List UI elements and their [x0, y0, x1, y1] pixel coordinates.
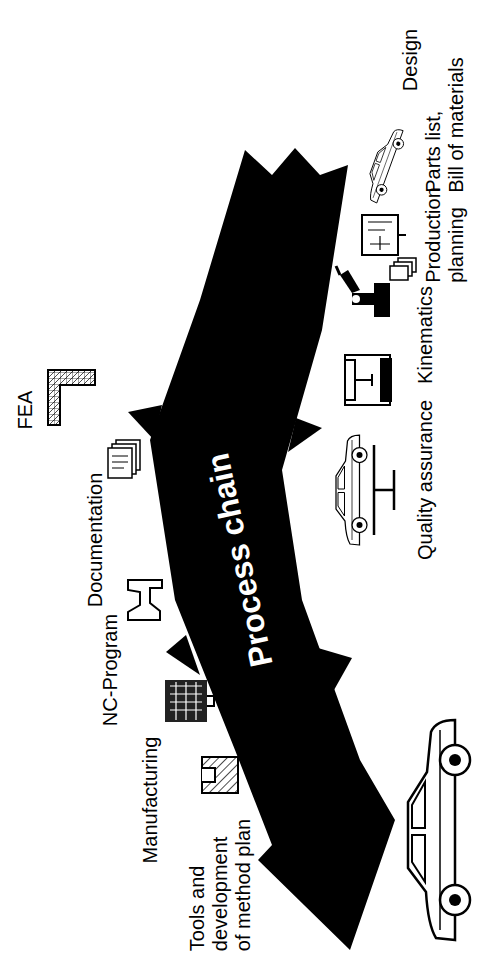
stage-label: Design [399, 29, 422, 91]
die-tool [202, 757, 238, 793]
stage-label: Quality assurance [414, 400, 437, 560]
stage-label: Production planning [422, 187, 468, 283]
measuring-machine [345, 355, 392, 405]
nc-profile [128, 580, 162, 620]
documentation-papers [108, 440, 140, 478]
stage-label: Parts list, Bill of materials [422, 57, 468, 193]
parts-list-papers [390, 258, 416, 280]
branch-arrow [318, 648, 352, 690]
process-arrow [150, 148, 395, 950]
fea-mesh-part [48, 370, 95, 425]
final-car [408, 720, 470, 940]
stage-label: Documentation [84, 473, 107, 608]
branch-arrow [128, 405, 162, 440]
stage-label: Tools and development of method plan [186, 819, 255, 951]
drawing-board [362, 215, 406, 255]
branch-arrow [288, 418, 322, 452]
robot [336, 266, 390, 317]
stage-label: Manufacturing [139, 737, 162, 864]
stage-label: FEA [14, 391, 37, 430]
car-lift [374, 445, 394, 535]
stage-label: NC-Program [99, 614, 122, 726]
machine-tool [165, 680, 214, 722]
design-car [361, 125, 408, 205]
branch-arrow [166, 635, 200, 675]
inspection-car [336, 435, 367, 545]
stage-label: Kinematics [414, 286, 437, 384]
